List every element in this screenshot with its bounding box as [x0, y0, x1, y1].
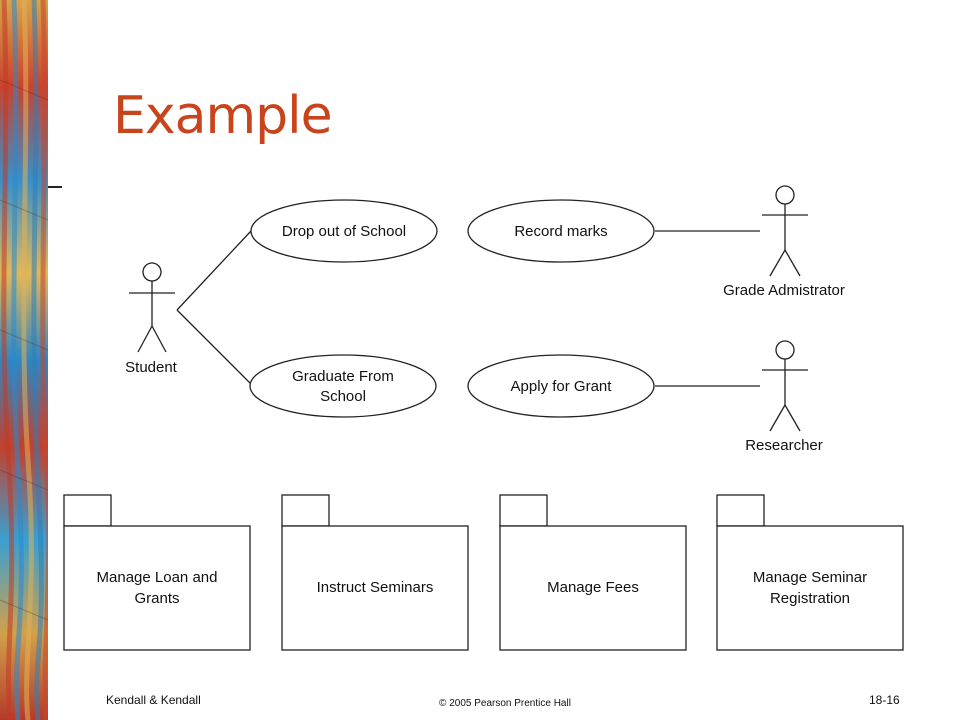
- use-case-label: Graduate From: [292, 368, 394, 385]
- association-student-drop: [176, 230, 252, 311]
- footer-page-number: 18-16: [869, 693, 900, 707]
- actor-label: Researcher: [745, 437, 823, 454]
- use-case-label: Record marks: [514, 223, 607, 240]
- footer-copyright: © 2005 Pearson Prentice Hall: [439, 698, 571, 709]
- title-divider: [48, 186, 62, 188]
- package-label: Registration: [770, 590, 850, 607]
- package-manage-loan: Manage Loan and Grants: [63, 494, 251, 651]
- actor-label: Grade Admistrator: [723, 282, 845, 299]
- use-case-label: Apply for Grant: [511, 378, 613, 395]
- actor-researcher: Researcher: [745, 340, 823, 454]
- actor-label: Student: [125, 359, 178, 376]
- use-case-record-marks: Record marks: [467, 199, 655, 263]
- package-instruct-seminars: Instruct Seminars: [281, 494, 469, 651]
- use-case-label: School: [320, 388, 366, 405]
- use-case-apply-grant: Apply for Grant: [467, 354, 655, 418]
- package-label: Grants: [134, 590, 179, 607]
- slide-title: Example: [113, 86, 333, 146]
- woven-fabric-strip: [0, 0, 48, 720]
- actor-student: Student: [125, 262, 178, 376]
- package-label: Manage Fees: [547, 579, 639, 596]
- package-manage-fees: Manage Fees: [499, 494, 687, 651]
- package-label: Manage Loan and: [97, 569, 218, 586]
- use-case-label: Drop out of School: [282, 223, 406, 240]
- package-label: Manage Seminar: [753, 569, 867, 586]
- use-case-graduate: Graduate From School: [249, 354, 437, 418]
- use-case-drop-out: Drop out of School: [250, 199, 438, 263]
- footer-authors: Kendall & Kendall: [106, 693, 201, 707]
- package-manage-seminar-registration: Manage Seminar Registration: [716, 494, 904, 651]
- actor-grade-administrator: Grade Admistrator: [723, 185, 845, 299]
- package-label: Instruct Seminars: [317, 579, 434, 596]
- association-student-graduate: [176, 309, 252, 385]
